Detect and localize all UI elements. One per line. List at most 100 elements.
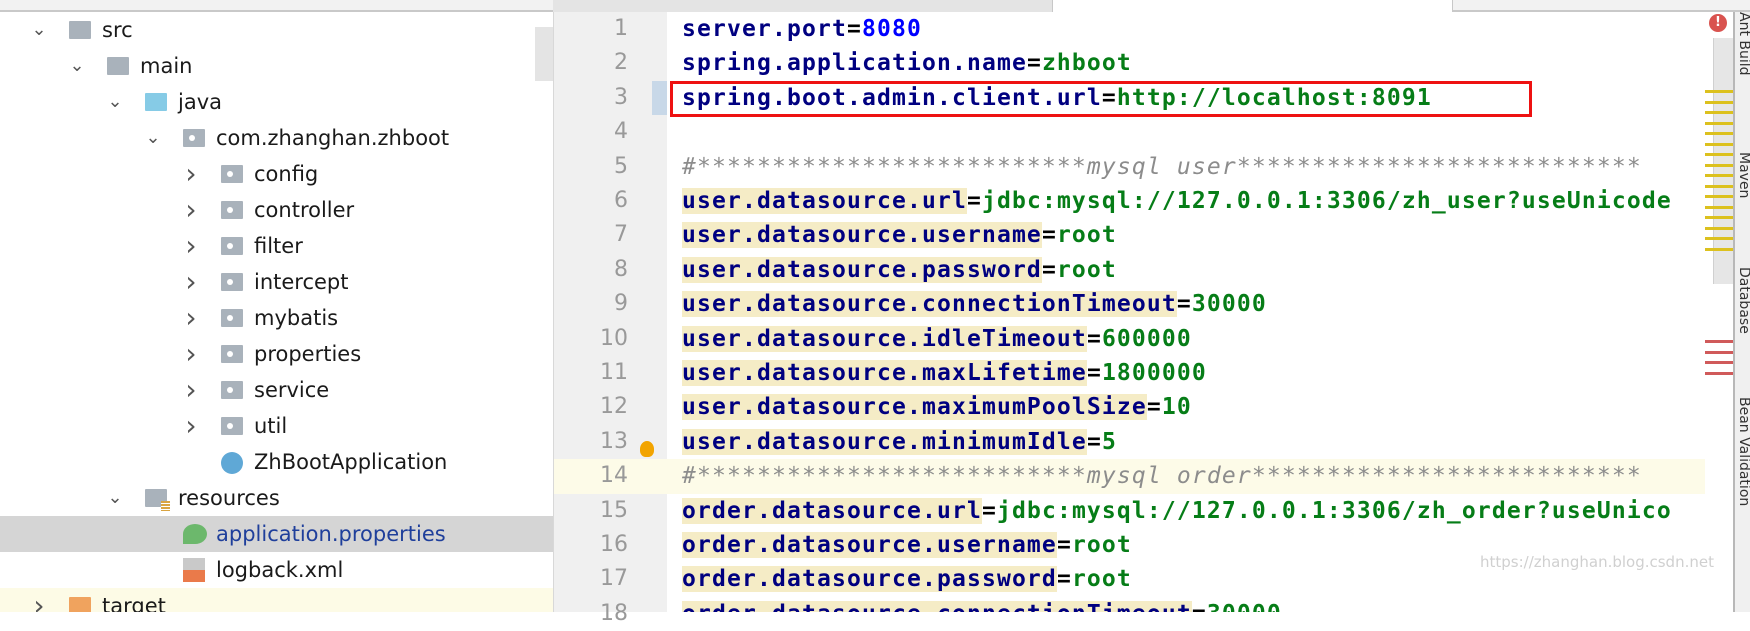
code-line: order.datasource.url=jdbc:mysql://127.0.… bbox=[667, 494, 1705, 528]
chevron-down-icon[interactable]: ⌄ bbox=[31, 19, 47, 40]
property-value: root bbox=[1056, 256, 1117, 283]
tree-item-resources[interactable]: ⌄resources bbox=[0, 480, 553, 516]
tree-item-label: target bbox=[102, 594, 166, 612]
chevron-right-icon[interactable]: › bbox=[185, 409, 197, 442]
chevron-right-icon[interactable]: › bbox=[185, 301, 197, 334]
folder-icon bbox=[107, 57, 129, 75]
property-key: user.datasource.maximumPoolSize bbox=[682, 394, 1147, 421]
property-key: user.datasource.idleTimeout bbox=[682, 325, 1087, 352]
tree-item-label: filter bbox=[254, 234, 303, 258]
property-value: jdbc:mysql://127.0.0.1:3306/zh_user?useU… bbox=[981, 188, 1672, 214]
error-icon[interactable]: ! bbox=[1709, 14, 1727, 32]
tree-item-intercept[interactable]: ›intercept bbox=[0, 264, 553, 300]
warning-mark[interactable] bbox=[1705, 100, 1733, 104]
tree-item-target[interactable]: › target bbox=[0, 588, 553, 612]
spring-properties-icon bbox=[183, 524, 207, 544]
tree-item-service[interactable]: › service bbox=[0, 372, 553, 408]
code-line: user.datasource.maxLifetime=1800000 bbox=[667, 356, 1705, 390]
warning-mark[interactable] bbox=[1705, 226, 1733, 230]
error-mark[interactable] bbox=[1705, 350, 1733, 354]
line-number: 12 bbox=[600, 394, 628, 420]
error-mark[interactable] bbox=[1705, 340, 1733, 343]
error-mark[interactable] bbox=[1705, 361, 1733, 364]
editor-tab-active[interactable] bbox=[1053, 0, 1453, 12]
code-line: spring.boot.admin.client.url=http://loca… bbox=[667, 81, 1705, 115]
warning-mark[interactable] bbox=[1705, 184, 1733, 188]
tree-item-controller[interactable]: ›controller bbox=[0, 192, 553, 228]
warning-mark[interactable] bbox=[1705, 163, 1733, 167]
lightbulb-icon[interactable] bbox=[640, 441, 654, 457]
warning-mark[interactable] bbox=[1705, 205, 1733, 209]
project-tree: ⌄src⌄main⌄java⌄com.zhanghan.zhboot›confi… bbox=[0, 12, 553, 612]
tree-scrollbar[interactable] bbox=[535, 27, 553, 81]
chevron-down-icon[interactable]: ⌄ bbox=[69, 55, 85, 76]
property-value: http://localhost:8091 bbox=[1116, 84, 1432, 111]
editor-scrollbar[interactable] bbox=[1713, 38, 1733, 284]
line-number: 2 bbox=[614, 50, 628, 76]
equals-sign: = bbox=[1086, 428, 1102, 455]
tree-item-application-properties[interactable]: application.properties bbox=[0, 516, 553, 552]
sidebar-tab-maven[interactable]: Maven bbox=[1736, 152, 1750, 199]
line-number: 7 bbox=[614, 222, 628, 248]
tree-item-zhbootapplication[interactable]: ZhBootApplication bbox=[0, 444, 553, 480]
chevron-right-icon[interactable]: › bbox=[33, 589, 45, 612]
sidebar-tab-bean-validation[interactable]: Bean Validation bbox=[1736, 397, 1750, 507]
chevron-right-icon[interactable]: › bbox=[185, 193, 197, 226]
warning-mark[interactable] bbox=[1705, 90, 1733, 93]
property-key: user.datasource.password bbox=[682, 256, 1042, 283]
chevron-down-icon[interactable]: ⌄ bbox=[107, 91, 123, 112]
sidebar-tab-ant-build[interactable]: Ant Build bbox=[1736, 12, 1750, 76]
tree-item-filter[interactable]: › filter bbox=[0, 228, 553, 264]
chevron-right-icon[interactable]: › bbox=[185, 157, 197, 190]
tree-item-com-zhanghan-zhboot[interactable]: ⌄ com.zhanghan.zhboot bbox=[0, 120, 553, 156]
package-icon bbox=[221, 417, 243, 435]
warning-mark[interactable] bbox=[1705, 111, 1733, 114]
tree-item-mybatis[interactable]: ›mybatis bbox=[0, 300, 553, 336]
chevron-right-icon[interactable]: › bbox=[185, 337, 197, 370]
chevron-right-icon[interactable]: › bbox=[185, 265, 197, 298]
tree-item-config[interactable]: ›config bbox=[0, 156, 553, 192]
tree-item-label: com.zhanghan.zhboot bbox=[216, 126, 450, 150]
chevron-down-icon[interactable]: ⌄ bbox=[145, 127, 161, 148]
warning-mark[interactable] bbox=[1705, 174, 1733, 177]
line-number: 8 bbox=[614, 256, 628, 282]
line-number: 16 bbox=[600, 532, 628, 557]
code-line: user.datasource.password=root bbox=[667, 253, 1705, 287]
code-line: order.datasource.password=root bbox=[667, 562, 1705, 596]
tree-item-label: service bbox=[254, 378, 330, 402]
tree-item-util[interactable]: ›util bbox=[0, 408, 553, 444]
tree-item-java[interactable]: ⌄ java bbox=[0, 84, 553, 120]
line-number: 9 bbox=[614, 291, 628, 317]
property-key: user.datasource.maxLifetime bbox=[682, 360, 1087, 386]
code-line bbox=[667, 115, 1705, 149]
equals-sign: = bbox=[1056, 566, 1072, 593]
comment: #**************************mysql user***… bbox=[682, 153, 1642, 180]
chevron-right-icon[interactable]: › bbox=[185, 229, 197, 262]
warning-mark[interactable] bbox=[1705, 121, 1733, 125]
warning-mark[interactable] bbox=[1705, 195, 1733, 198]
equals-sign: = bbox=[1146, 394, 1162, 421]
warning-mark[interactable] bbox=[1705, 247, 1733, 251]
tree-item-properties[interactable]: ›properties bbox=[0, 336, 553, 372]
property-key: spring.application.name bbox=[682, 50, 1027, 77]
tree-item-logback-xml[interactable]: logback.xml bbox=[0, 552, 553, 588]
warning-mark[interactable] bbox=[1705, 153, 1733, 156]
equals-sign: = bbox=[1101, 84, 1117, 111]
chevron-right-icon[interactable]: › bbox=[185, 373, 197, 406]
tree-item-src[interactable]: ⌄src bbox=[0, 12, 553, 48]
warning-mark[interactable] bbox=[1705, 142, 1733, 146]
chevron-down-icon[interactable]: ⌄ bbox=[107, 487, 123, 508]
error-mark[interactable] bbox=[1705, 371, 1733, 375]
code-line: user.datasource.idleTimeout=600000 bbox=[667, 322, 1705, 356]
warning-mark[interactable] bbox=[1705, 237, 1733, 240]
warning-mark[interactable] bbox=[1705, 132, 1733, 135]
warning-mark[interactable] bbox=[1705, 216, 1733, 219]
code-line: user.datasource.minimumIdle=5 bbox=[667, 425, 1705, 459]
tree-item-label: java bbox=[178, 90, 222, 114]
sidebar-tab-database[interactable]: Database bbox=[1736, 267, 1750, 334]
line-number: 3 bbox=[614, 84, 628, 110]
editor-tab[interactable] bbox=[553, 0, 1053, 12]
equals-sign: = bbox=[1176, 291, 1192, 318]
tree-item-main[interactable]: ⌄main bbox=[0, 48, 553, 84]
